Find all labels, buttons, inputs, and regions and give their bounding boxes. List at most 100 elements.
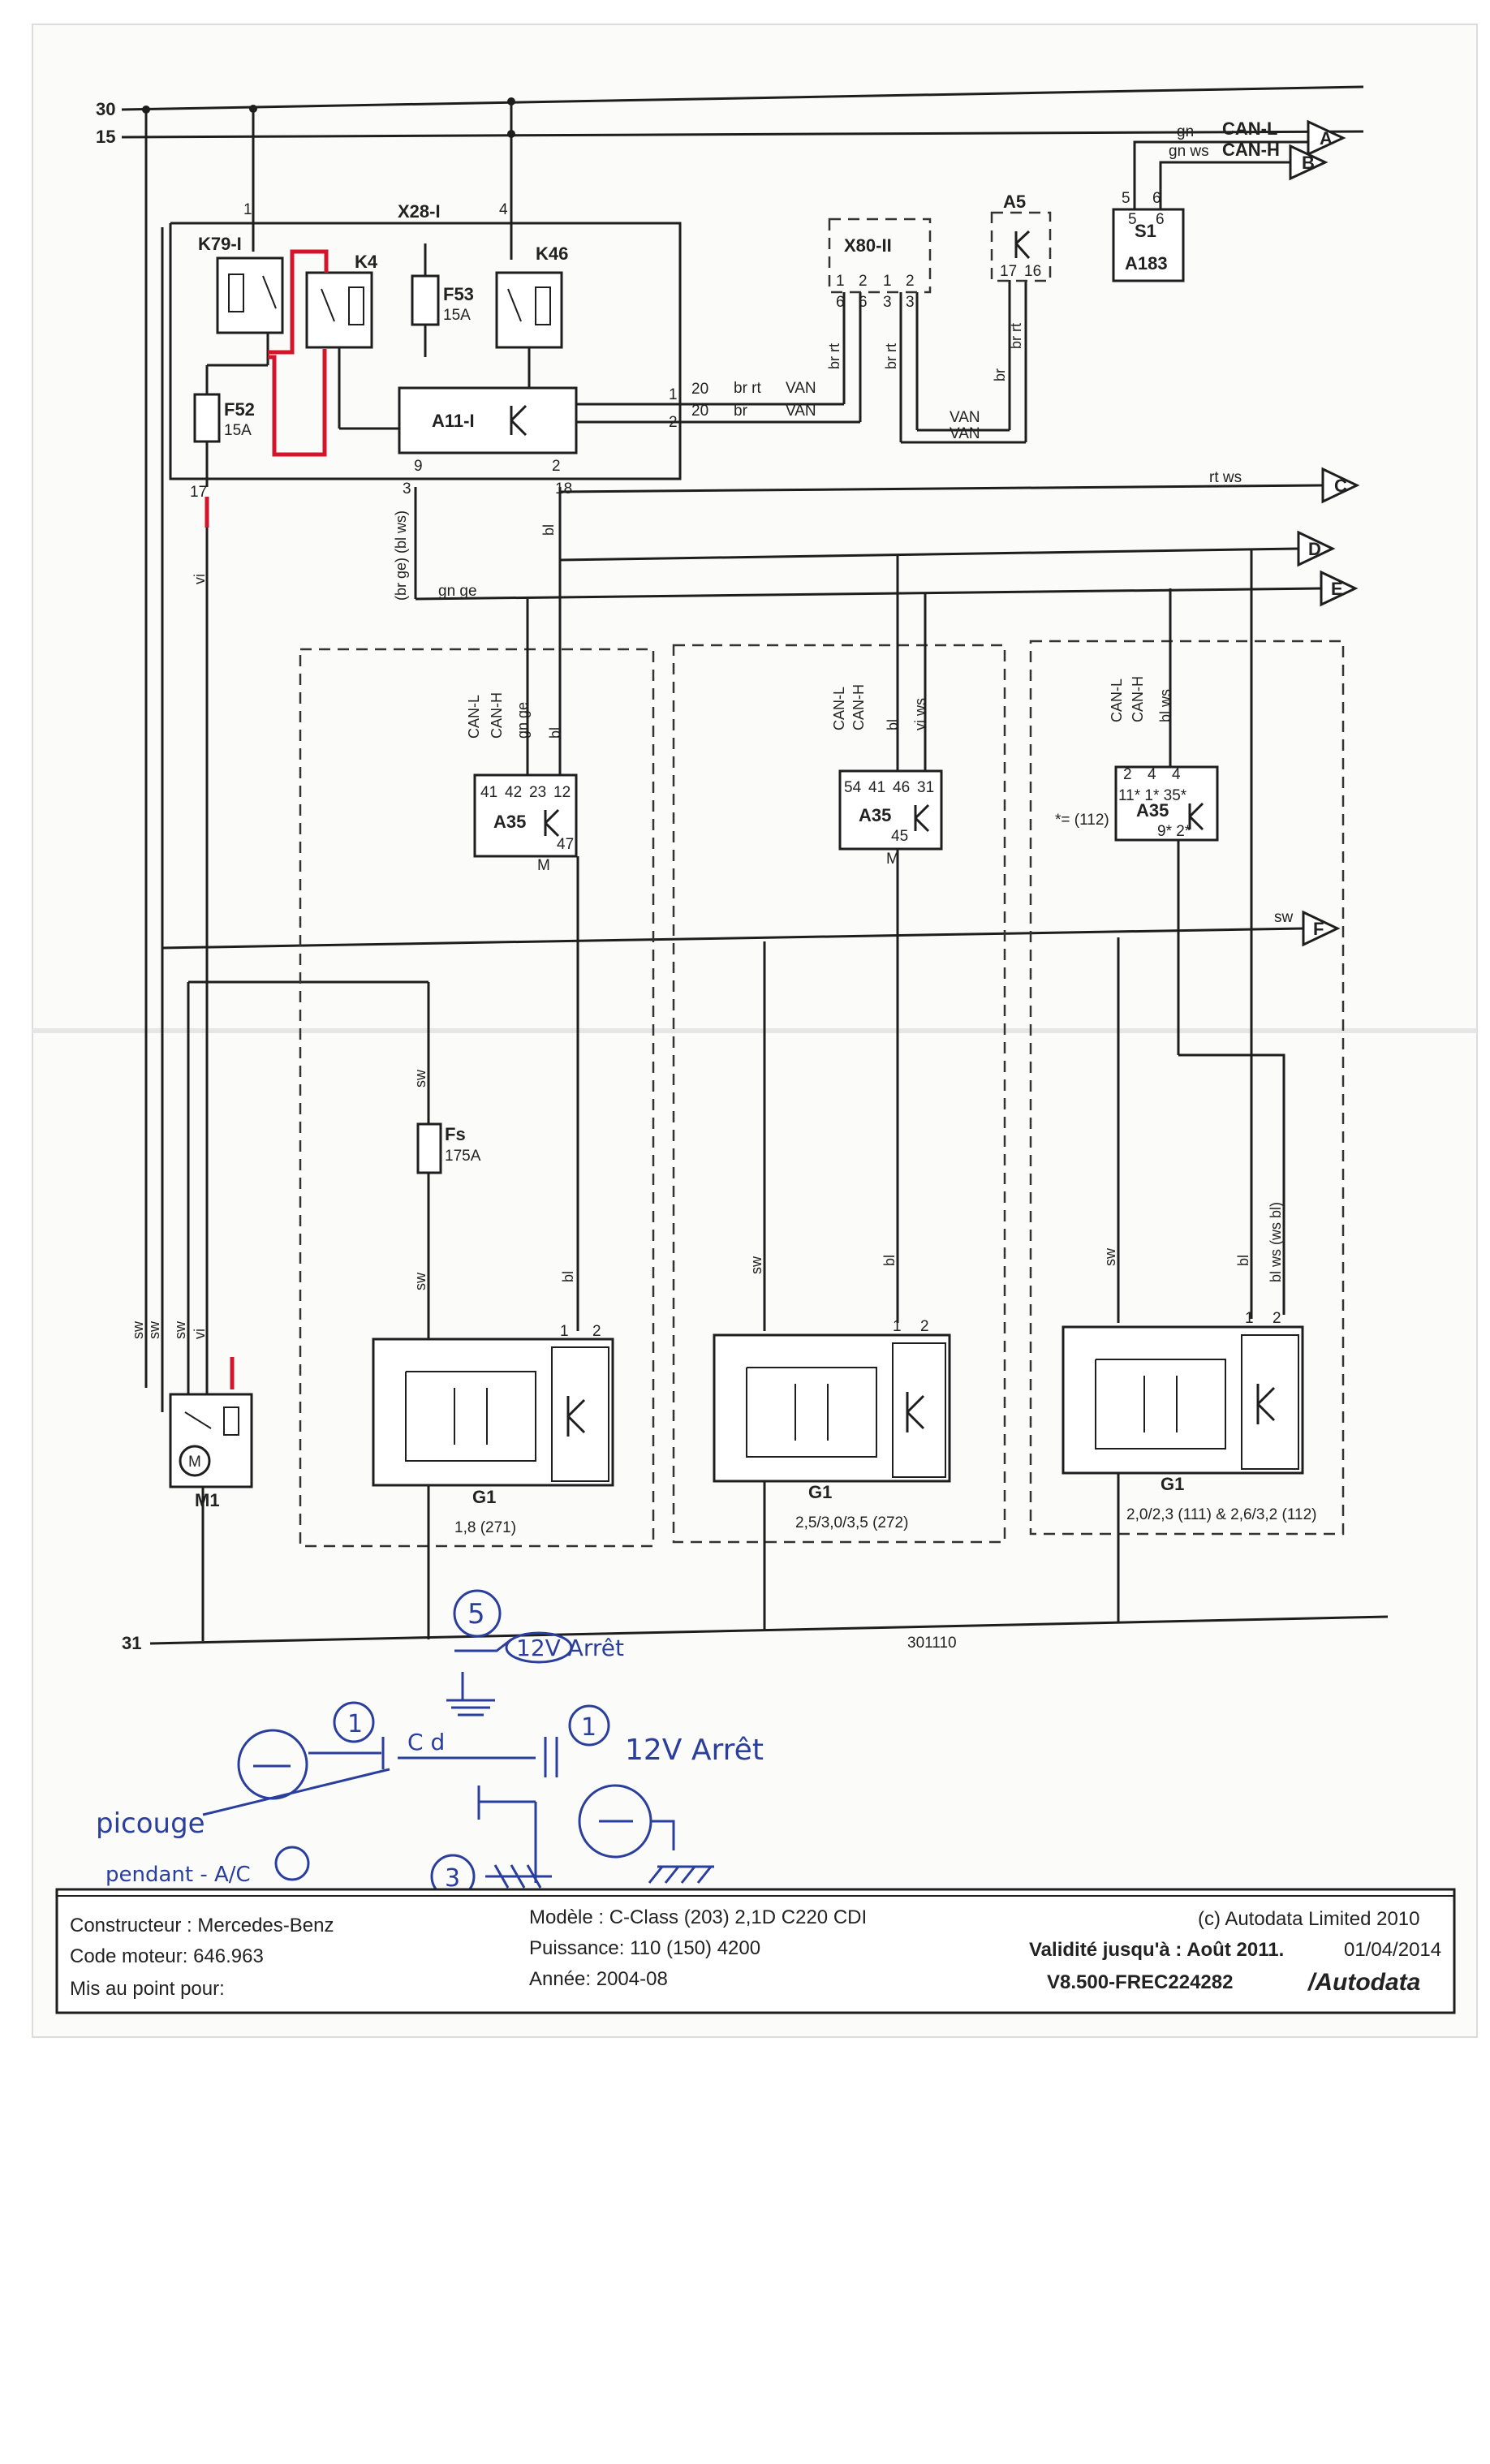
red-marker-f52 <box>268 349 327 457</box>
s1-label: S1 <box>1135 221 1156 241</box>
f53-rating: 15A <box>443 307 471 324</box>
relay-k46: K46 <box>495 243 568 349</box>
a11-pin-2: 2 <box>552 458 561 475</box>
p2-pin-31: 31 <box>917 779 934 796</box>
p1-g1-pin-1: 1 <box>560 1323 569 1340</box>
p2-g1-label: G1 <box>808 1482 832 1502</box>
x80-pin-2: 2 <box>859 273 868 290</box>
red-marker-k4 <box>268 249 329 355</box>
module-a11: A11-I 9 2 1 2 20 20 3 18 <box>398 381 708 498</box>
connector-b-label: B <box>1302 153 1315 173</box>
p2-can-l: CAN-L <box>831 687 847 730</box>
variant-panel-2: CAN-L CAN-H bl vi ws 54 41 46 31 A35 45 … <box>672 556 1006 1631</box>
p3-g1-pin-2: 2 <box>1273 1310 1281 1327</box>
a11-pin-18: 18 <box>555 480 572 498</box>
van-label-2: VAN <box>786 403 816 420</box>
x28-pin-1: 1 <box>243 201 252 218</box>
footer-version: V8.500-FREC224282 <box>1047 1971 1233 1993</box>
van-label-4: VAN <box>950 425 980 442</box>
van-wiring: br rt br VAN VAN VAN VAN br rt br rt br … <box>734 280 1027 444</box>
x80-pin-1b: 1 <box>883 273 892 290</box>
handwritten-notes: 5 12V Arrêt 1 C d 1 12V Arrêt 3 <box>96 1589 764 1899</box>
a11-label: A11-I <box>432 411 475 431</box>
p1-pin-m: M <box>537 857 550 874</box>
footer-annee: Année: 2004-08 <box>529 1968 668 1990</box>
hw-left1: picouge <box>96 1807 205 1840</box>
module-a5: A5 17 16 <box>990 192 1052 282</box>
variant-panel-3: CAN-L CAN-H bl ws 2 4 4 11* 1* 35* A35 9… <box>1029 549 1345 1623</box>
f52-rating: 15A <box>224 422 252 439</box>
hw-5: 5 <box>467 1598 485 1630</box>
p3-a35-label: A35 <box>1136 800 1169 821</box>
fs-rating: 175A <box>445 1148 481 1165</box>
footer-block: Constructeur : Mercedes-Benz Code moteur… <box>55 1888 1456 2014</box>
fs-label: Fs <box>445 1124 466 1144</box>
x80-pin-3a: 3 <box>883 294 892 311</box>
hw-12v-a: 12V Arrêt <box>516 1635 624 1661</box>
s1-pin-6b: 6 <box>1156 211 1165 228</box>
variant-1-label: 1,8 (271) <box>454 1519 516 1536</box>
p1-pin-23: 23 <box>529 784 546 801</box>
x28-pin-4: 4 <box>499 201 508 218</box>
p1-pin-12: 12 <box>553 784 571 801</box>
bus-30-label: 30 <box>96 99 115 119</box>
x80-label: X80-II <box>844 235 892 256</box>
wire-gn-label: gn <box>1177 123 1194 140</box>
a183-label: A183 <box>1125 253 1168 274</box>
can-h-top-label: CAN-H <box>1222 140 1280 160</box>
wire-vi-label: vi <box>192 574 208 584</box>
relay-fuse-box: X28-I 1 4 K79-I K4 F53 15A <box>142 97 860 528</box>
drawing-ref: 301110 <box>907 1635 957 1652</box>
a5-pin-17: 17 <box>1000 263 1017 280</box>
bus-30: 30 <box>96 85 1364 119</box>
p3-sw: sw <box>1102 1247 1118 1266</box>
wire-bl-a11: bl <box>540 524 557 536</box>
p2-a35-label: A35 <box>859 805 891 825</box>
p1-g1-label: G1 <box>472 1487 496 1507</box>
wire-sw-m1a: sw <box>130 1320 146 1339</box>
x28-label: X28-I <box>398 201 441 222</box>
a11-pin-3: 3 <box>403 480 411 498</box>
hw-12v-b: 12V Arrêt <box>625 1734 764 1767</box>
bus-31-label: 31 <box>122 1633 141 1653</box>
variant-3-label: 2,0/2,3 (111) & 2,6/3,2 (112) <box>1126 1506 1316 1523</box>
p2-g1-pin-1: 1 <box>893 1318 902 1335</box>
p1-pin-41: 41 <box>480 784 497 801</box>
footer-constructeur: Constructeur : Mercedes-Benz <box>70 1915 334 1936</box>
p2-pin-41: 41 <box>868 779 885 796</box>
s1-pin-5b: 5 <box>1128 211 1137 228</box>
p3-pins-bot: 9* 2* <box>1157 823 1191 840</box>
hw-3: 3 <box>445 1864 460 1893</box>
relay-k79: K79-I <box>198 234 284 334</box>
p1-a35-label: A35 <box>493 812 526 832</box>
x80-pin-1: 1 <box>836 273 845 290</box>
fuse-f52: F52 15A 17 <box>190 365 255 501</box>
wire-gn-ws-label: gn ws <box>1169 143 1209 160</box>
wire-br-label: br <box>734 403 748 420</box>
a11-pin-1: 1 <box>669 386 678 403</box>
p1-pin-42: 42 <box>505 784 522 801</box>
wire-br-rt-v4: br rt <box>1008 323 1024 349</box>
connector-b: B <box>1289 144 1329 181</box>
connector-a: A <box>1307 119 1346 157</box>
svg-text:M: M <box>188 1454 201 1471</box>
k4-label: K4 <box>355 252 378 272</box>
a11-pin-20a: 20 <box>691 381 708 398</box>
footer-date: 01/04/2014 <box>1344 1939 1441 1961</box>
p2-bl-b: bl <box>881 1255 898 1266</box>
hw-1a: 1 <box>347 1710 363 1738</box>
can-l-top-label: CAN-L <box>1222 118 1277 139</box>
wire-sw-f-label: sw <box>1274 909 1294 926</box>
m1-label: M1 <box>195 1490 220 1510</box>
hw-left2: pendant - A/C <box>106 1863 251 1887</box>
wire-gn-ge-label: gn ge <box>438 583 477 600</box>
wire-br-ge-label: (br ge) (bl ws) <box>393 510 409 601</box>
p3-pin-2: 2 <box>1123 766 1132 783</box>
hw-cd: C d <box>407 1729 445 1755</box>
footer-copyright: (c) Autodata Limited 2010 <box>1198 1908 1420 1930</box>
p3-pins-top: 11* 1* 35* <box>1118 787 1187 804</box>
module-x80: X80-II 1 2 1 2 6 6 3 3 <box>828 218 932 311</box>
f53-label: F53 <box>443 284 474 304</box>
wire-sw-m1b: sw <box>146 1320 162 1339</box>
p3-can-h: CAN-H <box>1130 676 1146 722</box>
